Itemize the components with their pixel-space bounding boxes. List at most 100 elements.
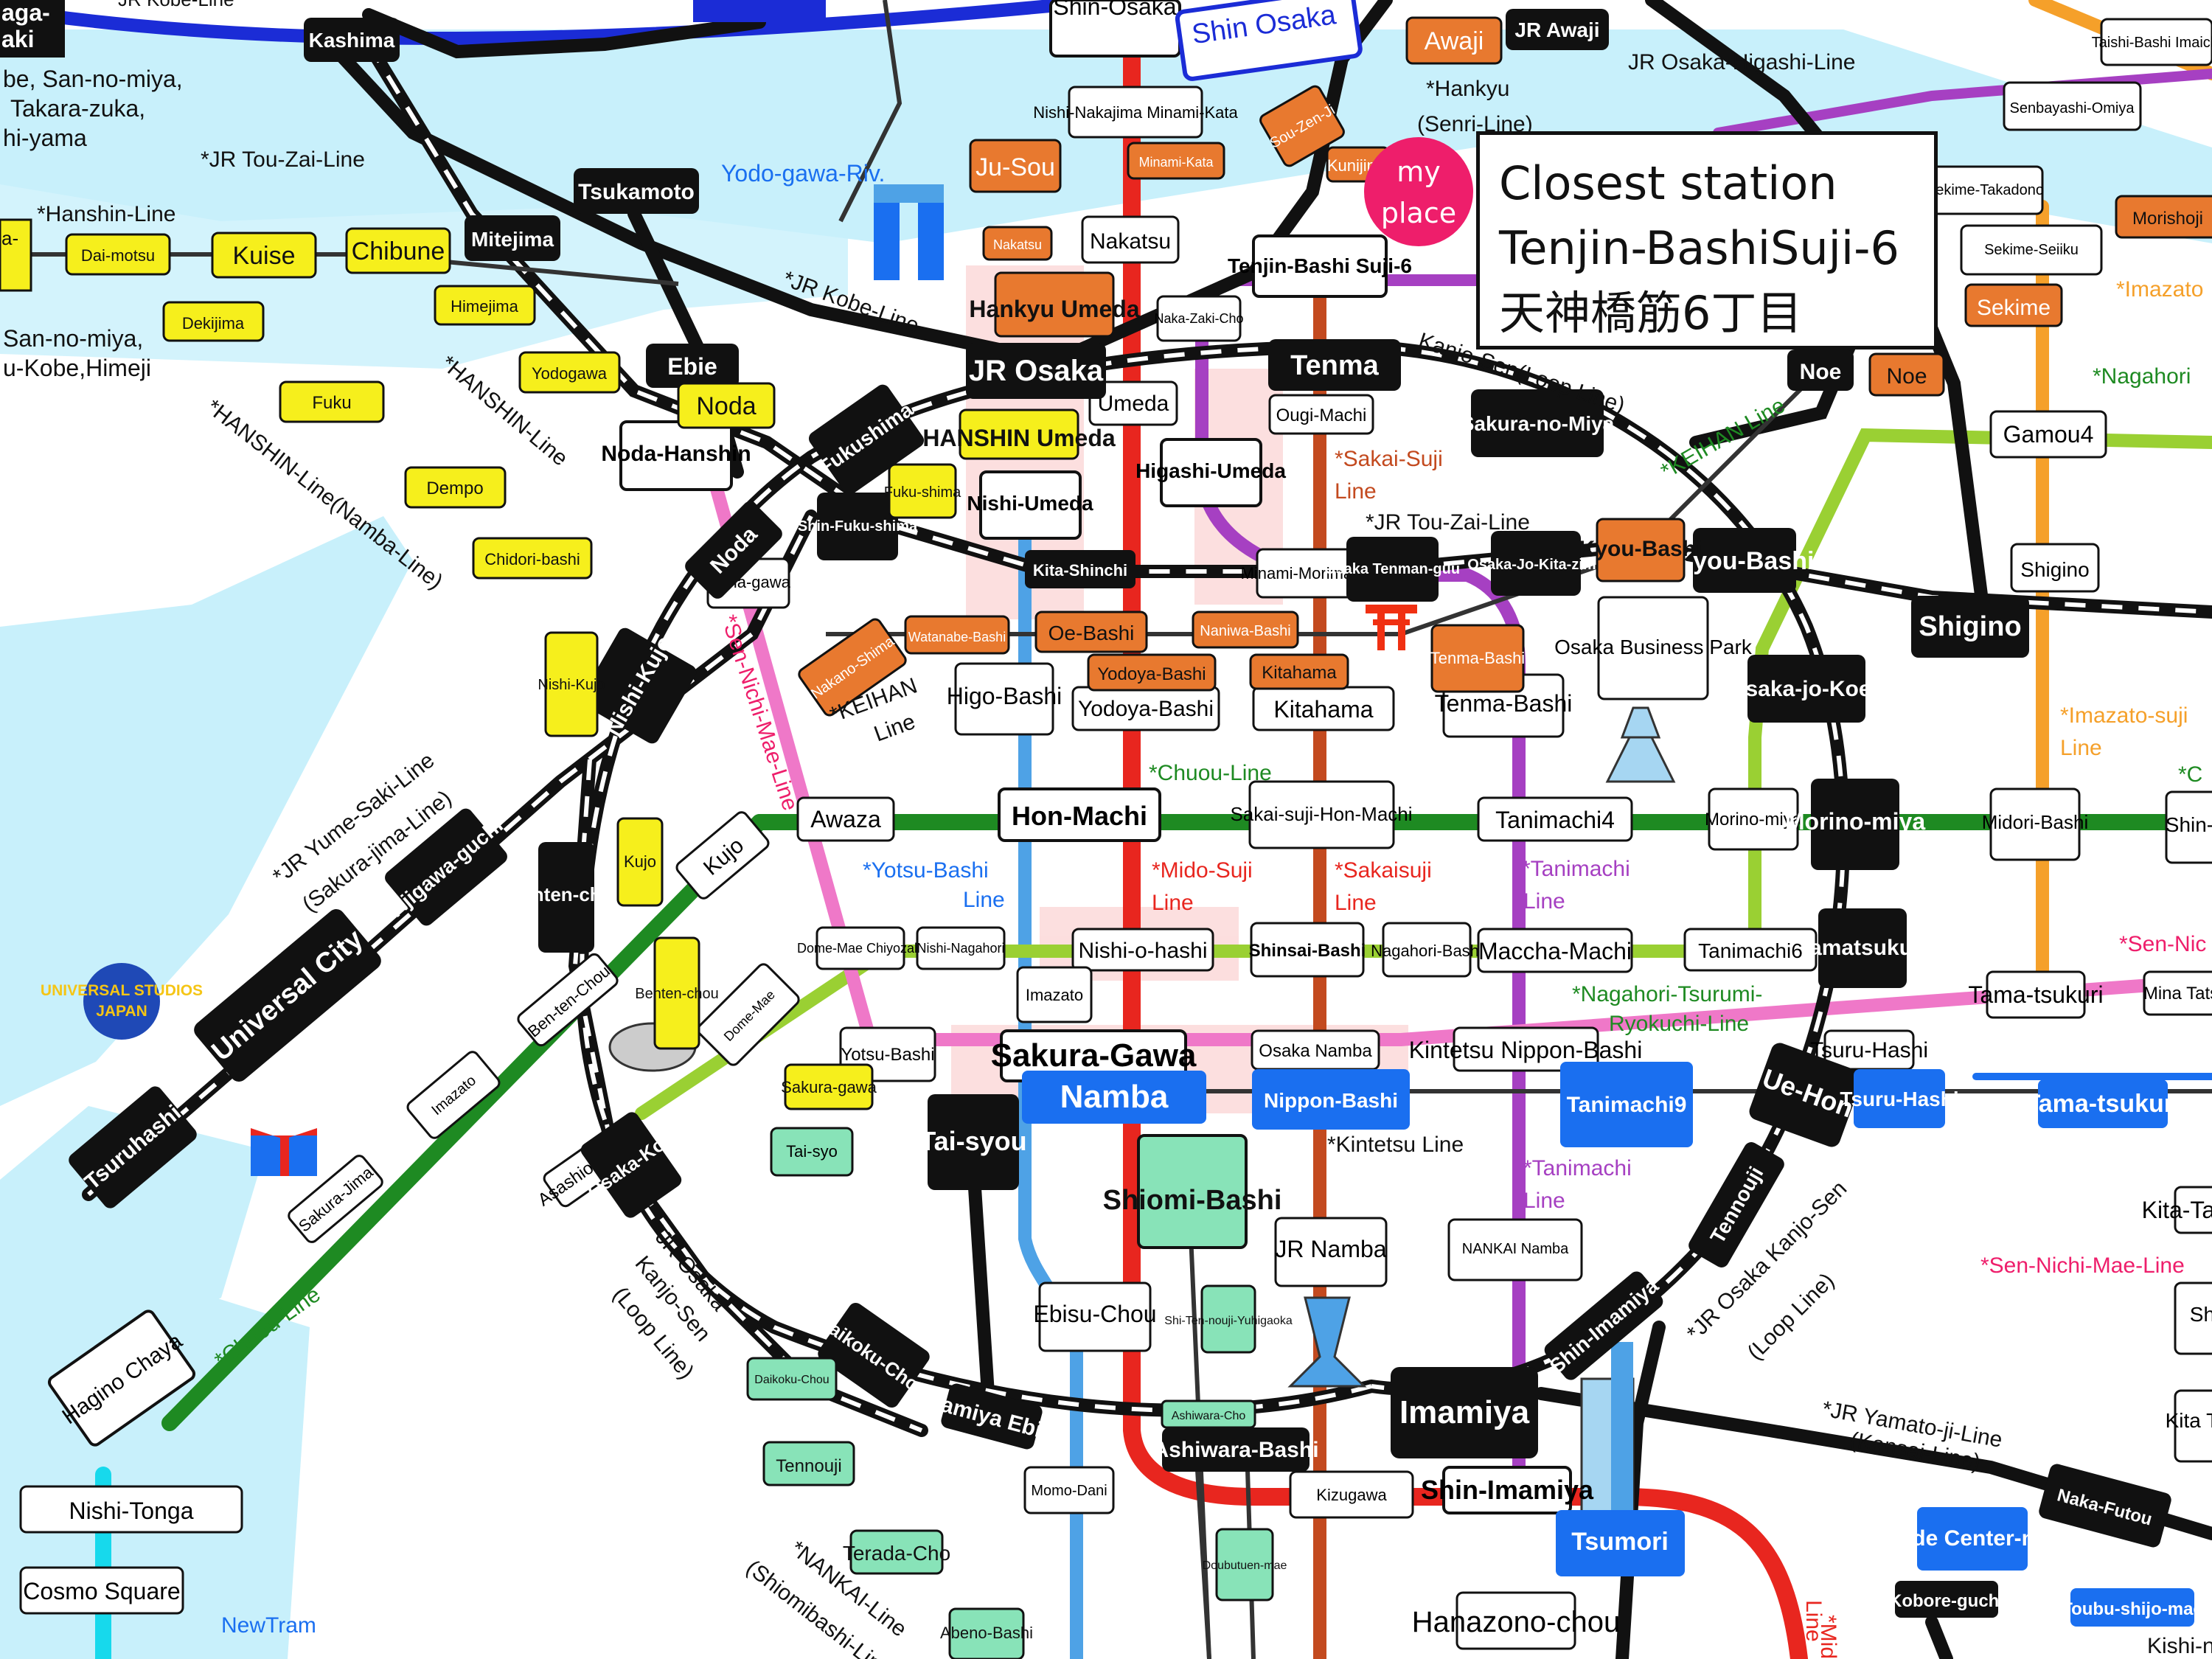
station-dome-mae-chiyozaki: Dome-Mae [697,963,800,1066]
svg-text:Tenma-Bashi: Tenma-Bashi [1430,649,1525,667]
station-benten-chou: Ben-ten-Chou [517,953,619,1047]
station-tenma: Tenma [1268,339,1401,391]
svg-text:Taishi-Bashi Imaichi: Taishi-Bashi Imaichi [2092,35,2212,51]
svg-text:Line: Line [1523,889,1565,914]
station-kizugawa: Tennouji [762,1441,855,1486]
station-doubutuen-mae: Kizugawa [1289,1470,1414,1519]
station-noda-hanshin: Noda-Hanshin [601,420,751,491]
svg-text:JR Osaka: JR Osaka [969,355,1104,387]
station-jr-awaji: JR Awaji [1506,9,1609,50]
svg-text:Ebie: Ebie [667,353,717,380]
station-hanshin-umeda: HANSHIN Umeda [922,408,1116,460]
station-shiomi-bashi: Tai-syo [770,1127,854,1177]
svg-text:Umeda: Umeda [1098,392,1169,416]
svg-text:Dempo: Dempo [426,479,483,498]
station-tama-tsukuri-jr: Tamatsukuri [1798,908,1927,988]
callout-title: Closest station [1499,156,1837,210]
svg-text:Osaka-Jo-Kita-zime: Osaka-Jo-Kita-zime [1467,557,1604,573]
svg-text:Tsumori: Tsumori [1571,1528,1669,1556]
svg-text:Nishi-Nakajima Minami-Kata: Nishi-Nakajima Minami-Kata [1033,103,1238,122]
callout-station-kanji: 天神橋筋6丁目 [1499,286,1803,340]
station-noda-hanshin-yellow: Noda [677,382,776,429]
station-ju-sou: Ju-Sou [969,139,1062,193]
station-tsuru-hashi-kintetsu: Tsuru-Hashi [1840,1069,1959,1128]
station-bisyou-en: Kobore-guchi [1889,1581,2004,1618]
station-osaka-jo-kita-zime: Osaka-Jo-Kita-zime [1467,531,1604,596]
svg-text:Shin-Fuku-shima: Shin-Fuku-shima [798,518,918,535]
station-senbayashi-omiya: Senbayashi-Omiya [2003,81,2142,131]
svg-text:Kita-Tanabe: Kita-Tanabe [2142,1197,2212,1223]
station-dome-mae-hanshin: Benten-chou [635,936,719,1050]
station-kitahama-keihan: Kitahama [1249,653,1349,690]
universal-studios-logo: UNIVERSAL STUDIOS JAPAN [41,963,203,1040]
station-nakatsu-hankyu: Nakatsu [982,226,1053,261]
svg-text:Hankyu Umeda: Hankyu Umeda [969,296,1139,322]
svg-text:a-: a- [1,227,18,249]
station-jr-osaka: JR Osaka [966,343,1106,399]
station-noe-keihan: Noe [1868,352,1945,397]
svg-text:Tennouji: Tennouji [776,1456,841,1476]
svg-text:Tanimachi4: Tanimachi4 [1495,807,1615,833]
svg-text:*JR Osaka Kanjo-Sen: *JR Osaka Kanjo-Sen [1683,1176,1852,1346]
station-imamiya-ebisu: Shi-Ten-nouji-Yuhigaoka [1164,1284,1293,1354]
svg-text:JR Awaji: JR Awaji [1514,18,1599,41]
station-shigino-white: Shigino [2010,543,2100,593]
station-shinsai-bashi: Nishi-o-hashi [1071,928,1214,972]
svg-text:be, San-no-miya,: be, San-no-miya, [3,66,183,92]
station-tsukamoto: Tsukamoto [574,168,699,214]
station-ben-ten-chou-jr: Benten-chou [508,842,625,953]
svg-text:*Sakaisuji: *Sakaisuji [1335,858,1432,883]
station-shigino-jr: Shigino [1911,596,2029,658]
svg-text:Morino-miya: Morino-miya [1705,810,1803,830]
river-label: Yodo-gawa-Riv. [721,160,885,187]
station-osaka-jo-koen: Osaka-jo-Koen [1728,655,1885,723]
station-tanimachi6: Maccha-Machi [1477,928,1633,973]
svg-text:Mitejima: Mitejima [471,228,554,251]
svg-text:Line: Line [871,709,919,746]
svg-text:*Nagahori-Tsurumi-: *Nagahori-Tsurumi- [1572,982,1762,1006]
svg-text:Higo-Bashi: Higo-Bashi [947,683,1062,709]
svg-text:Osaka Tenman-guu: Osaka Tenman-guu [1324,561,1460,577]
svg-text:Hon-Machi: Hon-Machi [1012,801,1147,831]
station-nishi-nagahori: Dome-Mae Chiyozaki [797,926,924,970]
station-shin-fukushima: Shin-Fuku-shima [798,493,918,560]
station-yodogawa: Yodogawa [518,351,621,394]
svg-text:*Hankyu: *Hankyu [1426,77,1509,101]
svg-text:Tanimachi9: Tanimachi9 [1567,1093,1687,1117]
svg-text:Nakatsu: Nakatsu [993,237,1042,252]
svg-text:*JR Tou-Zai-Line: *JR Tou-Zai-Line [1366,510,1530,535]
svg-text:Tsukamoto: Tsukamoto [578,180,695,204]
svg-text:Trade Center-mae: Trade Center-mae [1879,1526,2065,1551]
station-ougi-machi: Ougi-Machi [1268,394,1374,435]
svg-text:Sakai-suji-Hon-Machi: Sakai-suji-Hon-Machi [1230,803,1412,825]
svg-text:Shin-Imamiya: Shin-Imamiya [1421,1475,1594,1505]
svg-text:Dai-motsu: Dai-motsu [81,246,155,265]
svg-text:Yodogawa: Yodogawa [532,364,608,383]
station-ebisu-chou: JR Namba [1274,1217,1388,1287]
svg-text:HANSHIN Umeda: HANSHIN Umeda [922,425,1116,451]
svg-text:Ebisu-Chou: Ebisu-Chou [1033,1301,1156,1327]
station-nippon-bashi: Osaka Namba [1251,1029,1380,1071]
station-awaji-hankyu: Awaji [1405,16,1503,65]
svg-text:Tai-syo: Tai-syo [786,1142,838,1161]
svg-text:hi-yama: hi-yama [3,125,87,151]
svg-text:Ryokuchi-Line: Ryokuchi-Line [1609,1012,1749,1036]
station-shin-osaka-shinkansen: Shin Osaka [1175,0,1363,81]
svg-text:Kitahama: Kitahama [1262,663,1337,683]
svg-text:place: place [1381,197,1456,229]
svg-text:Osaka-jo-Koen: Osaka-jo-Koen [1728,677,1885,701]
svg-text:Sekime-Seiiku: Sekime-Seiiku [1984,242,2079,258]
station-tanimachi9: Kintetsu Nippon-Bashi [1409,1026,1642,1072]
svg-text:NANKAI Namba: NANKAI Namba [1462,1241,1569,1257]
station-kime-fragment: Kishi-no [2147,1634,2212,1658]
svg-text:Naniwa-Bashi: Naniwa-Bashi [1200,623,1290,639]
umeda-sky-building-icon [874,184,944,280]
station-morino-miya-jr: Morino-miya [1785,779,1925,870]
station-watanabe-bashi: Watanabe-Bashi [904,615,1010,655]
station-daikoku-chou: Ebisu-Chou [1033,1281,1157,1352]
svg-text:Benten-chou: Benten-chou [635,986,718,1002]
station-sekime-seiiku: Sekime-Seiiku [1960,224,2103,276]
station-osaka-business-park: Osaka Business Park [1554,596,1753,700]
svg-text:aki: aki [1,26,34,52]
svg-text:*Sen-Nichi-Mae-Line: *Sen-Nichi-Mae-Line [1980,1253,2185,1278]
